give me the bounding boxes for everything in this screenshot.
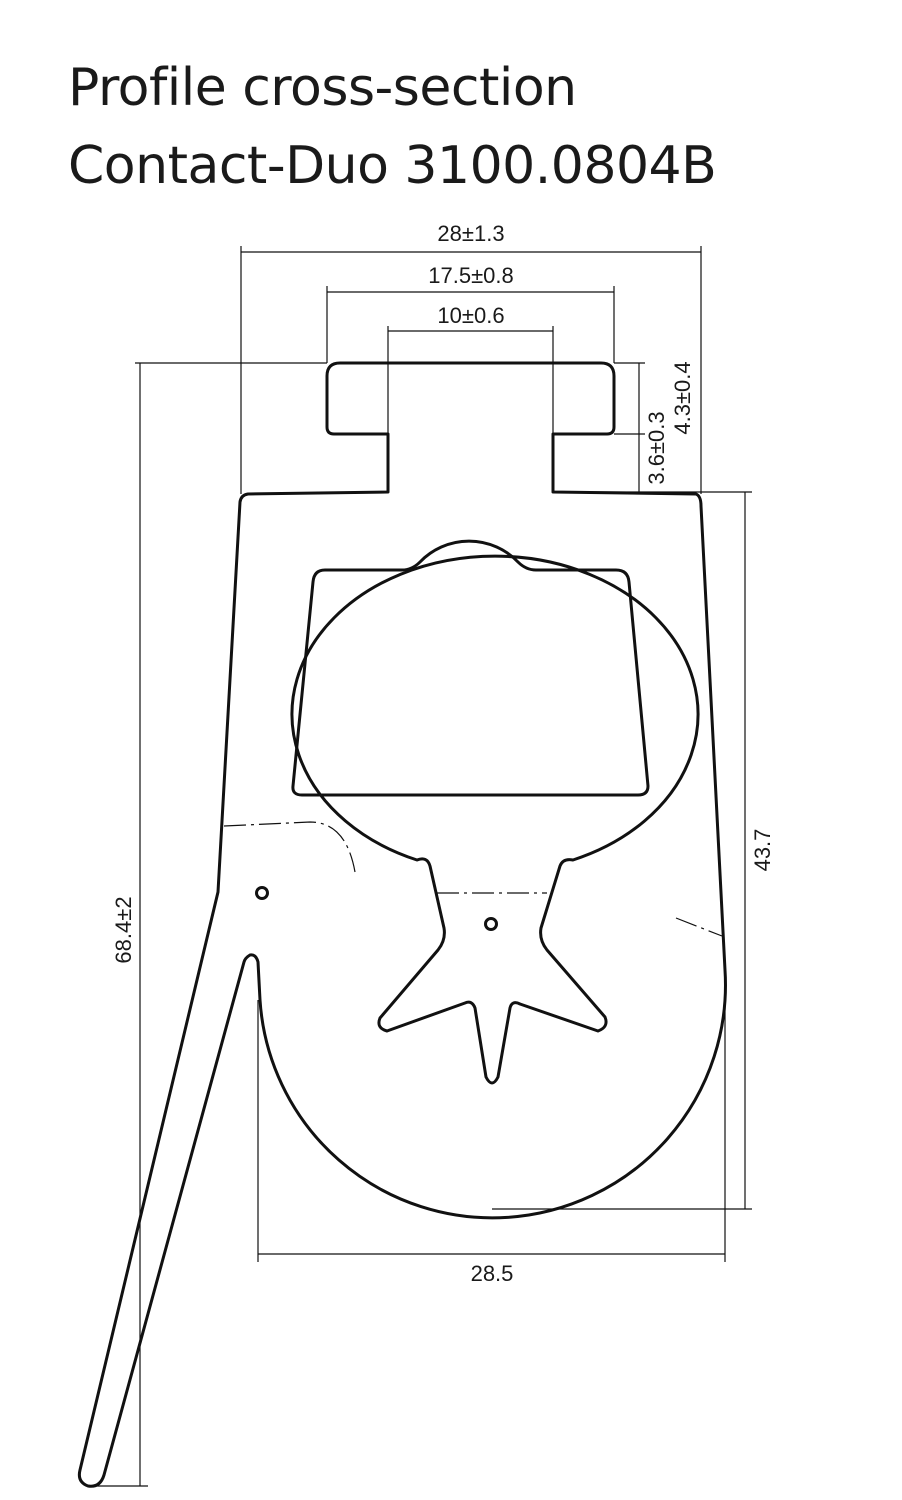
profile-outline xyxy=(77,361,727,1488)
centerline-right xyxy=(675,917,723,937)
dim-flange-width: 17.5±0.8 xyxy=(428,263,513,288)
extension-lines xyxy=(88,246,752,1487)
centerline-left xyxy=(223,821,356,873)
drawing-title-line-1: Profile cross-section xyxy=(68,58,577,118)
dim-bulb-width: 28.5 xyxy=(471,1261,514,1286)
dim-head-height: 4.3±0.4 xyxy=(670,361,695,434)
dim-neck-width: 10±0.6 xyxy=(437,303,504,328)
dim-total-height: 68.4±2 xyxy=(111,896,136,963)
drawing-title-line-2: Contact-Duo 3100.0804B xyxy=(68,136,717,196)
hole-center xyxy=(484,917,498,931)
bulb-chamber xyxy=(290,554,700,1085)
hole-left xyxy=(255,886,269,900)
dimension-lines xyxy=(139,251,746,1486)
dim-overall-width: 28±1.3 xyxy=(437,221,504,246)
upper-chamber xyxy=(291,539,650,797)
dim-neck-height: 3.6±0.3 xyxy=(644,411,669,484)
dim-body-height: 43.7 xyxy=(750,829,775,872)
